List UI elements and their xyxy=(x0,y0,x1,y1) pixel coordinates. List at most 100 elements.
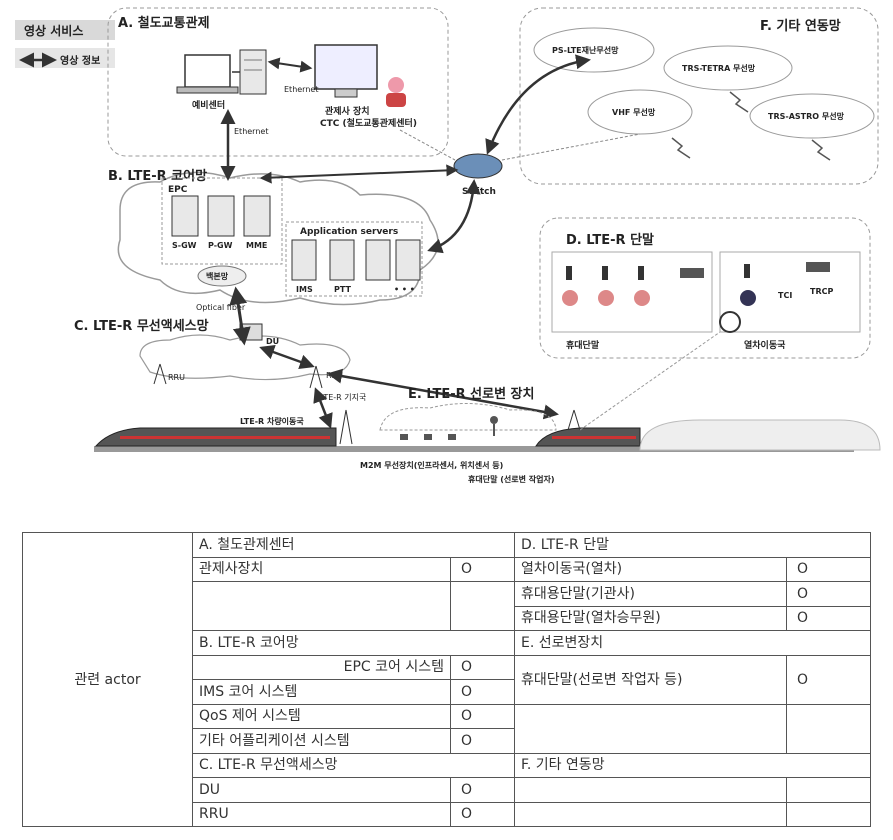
e-empty-mark xyxy=(786,703,872,754)
c-1-cell: DU xyxy=(192,777,451,803)
b-3-mark: O xyxy=(449,703,516,729)
train-mobile-box xyxy=(719,251,861,333)
camera-icon-2 xyxy=(806,262,830,272)
c-2-cell: RRU xyxy=(192,801,451,827)
rru-mobile-arrow xyxy=(313,387,333,429)
b-1-mark: O xyxy=(449,654,516,680)
switch-icon xyxy=(453,153,503,179)
f-empty-cell-2 xyxy=(514,801,788,827)
magnifier-icon xyxy=(719,311,741,333)
rru-label-1: RRU xyxy=(168,373,185,382)
train-left-stripe xyxy=(120,436,330,439)
table-row: 관제사장치 O 열차이동국(열차) O xyxy=(23,556,872,582)
server-icon xyxy=(239,49,267,95)
e-1-cell: 휴대단말(선로변 작업자 등) xyxy=(514,654,788,705)
person-icons xyxy=(562,290,650,306)
handheld-label: 휴대단말 xyxy=(566,339,600,351)
m2m-sensor-icons xyxy=(400,434,456,440)
switch-label: Switch xyxy=(462,187,496,197)
c-header-cell: C. LTE-R 무선액세스망 xyxy=(191,752,516,778)
b-2-cell: IMS 코어 시스템 xyxy=(192,679,451,705)
f-header-cell: F. 기타 연동망 xyxy=(514,752,872,778)
rru-tower-icon-1 xyxy=(153,363,167,385)
core-cloud xyxy=(117,171,439,306)
f-empty-cell-1 xyxy=(514,777,788,803)
controller-label: 관제사 장치 xyxy=(325,105,370,117)
du-label: DU xyxy=(266,337,279,346)
d-callout-line xyxy=(579,331,721,431)
b-4-mark: O xyxy=(449,728,516,754)
rru-trackside-arrow xyxy=(327,368,559,420)
group-b-title: B. LTE-R 코어망 xyxy=(108,168,207,184)
table-row: 휴대용단말(열차승무원) O xyxy=(23,605,872,631)
d-3-cell: 휴대용단말(열차승무원) xyxy=(514,605,788,631)
b-header-cell: B. LTE-R 코어망 xyxy=(191,630,516,656)
monitor-icon xyxy=(314,44,378,98)
optical-label: Optical fiber xyxy=(196,303,246,312)
switch-app-arrow xyxy=(427,179,481,254)
table-row: 관련 actor A. 철도관제센터 D. LTE-R 단말 xyxy=(22,532,872,827)
driver-icon xyxy=(740,290,756,306)
ps-lte-switch-arrow xyxy=(485,54,591,155)
actor-label-cell: 관련 actor xyxy=(22,532,193,827)
trs-tetra-cloud xyxy=(663,45,793,91)
more-label: • • • xyxy=(394,285,415,294)
backup-center-label: 예비센터 xyxy=(192,99,225,111)
group-a-box xyxy=(107,7,449,157)
app-servers-box xyxy=(285,221,423,297)
switch-core-arrow xyxy=(259,164,459,184)
legend-badge xyxy=(15,20,115,40)
track xyxy=(94,446,854,452)
server-monitor-arrow xyxy=(267,57,313,73)
tci-label: TCI xyxy=(778,291,792,300)
f-empty-mark-2 xyxy=(786,801,872,827)
pgw-server-icon xyxy=(207,195,235,237)
trs-astro-label: TRS-ASTRO 무선망 xyxy=(768,111,845,121)
sgw-server-icon xyxy=(171,195,199,237)
trackside-cloud xyxy=(379,403,557,431)
epc-label: EPC xyxy=(168,185,188,195)
laptop-icon xyxy=(176,54,239,94)
app-servers-label: Application servers xyxy=(300,227,398,237)
backhaul-label: 백본망 xyxy=(206,271,229,281)
operator-icon xyxy=(386,77,406,107)
lte-r-mobile-label: LTE-R 차량이동국 xyxy=(240,416,304,426)
a-empty-cell xyxy=(192,581,451,631)
d-header-cell: D. LTE-R 단말 xyxy=(514,532,872,558)
backhaul-du-arrow xyxy=(229,286,251,346)
d-1-cell: 열차이동국(열차) xyxy=(514,556,788,582)
base-station-icon-track xyxy=(339,409,353,445)
group-f-box xyxy=(519,7,879,185)
group-a-title: A. 철도교통관제 xyxy=(118,15,210,31)
e-empty-cell xyxy=(514,703,788,754)
handheld-box xyxy=(551,251,713,333)
e-1-mark: O xyxy=(786,654,872,705)
d-2-mark: O xyxy=(786,581,872,607)
sgw-label: S-GW xyxy=(172,241,197,250)
app-server-icon-4 xyxy=(395,239,421,281)
table-row: DU O xyxy=(23,777,872,803)
group-c-title: C. LTE-R 무선액세스망 xyxy=(74,318,209,334)
ims-label: IMS xyxy=(296,285,313,294)
train-mobile-label: 열차이동국 xyxy=(744,339,786,351)
c-2-mark: O xyxy=(449,801,516,827)
b-1-cell: EPC 코어 시스템 xyxy=(192,654,451,680)
vhf-label: VHF 무선망 xyxy=(612,107,656,117)
group-d-box xyxy=(539,217,871,359)
f-empty-mark-1 xyxy=(786,777,872,803)
switch-a-link xyxy=(399,129,456,161)
switch-f-link xyxy=(501,133,641,161)
m2m-label: M2M 무선장치(인프라센서, 위치센서 등) xyxy=(360,460,503,470)
lightning-icon-1 xyxy=(729,91,749,113)
rru-tower-icon-2 xyxy=(309,365,323,389)
radio-icons xyxy=(566,264,750,280)
worker-icon xyxy=(490,416,498,436)
ethernet-label-1: Ethernet xyxy=(284,85,318,94)
pgw-label: P-GW xyxy=(208,241,233,250)
network-diagram: 영상 서비스 영상 정보 A. 철도교통관제 예비센터 Ethernet 관제사… xyxy=(15,7,881,484)
legend-video-service: 영상 서비스 xyxy=(24,23,83,38)
lightning-icon-2 xyxy=(671,137,691,159)
trs-tetra-label: TRS-TETRA 무선망 xyxy=(682,63,756,73)
train-right-stripe xyxy=(552,436,636,439)
table-row: 휴대용단말(기관사) O xyxy=(23,581,872,631)
